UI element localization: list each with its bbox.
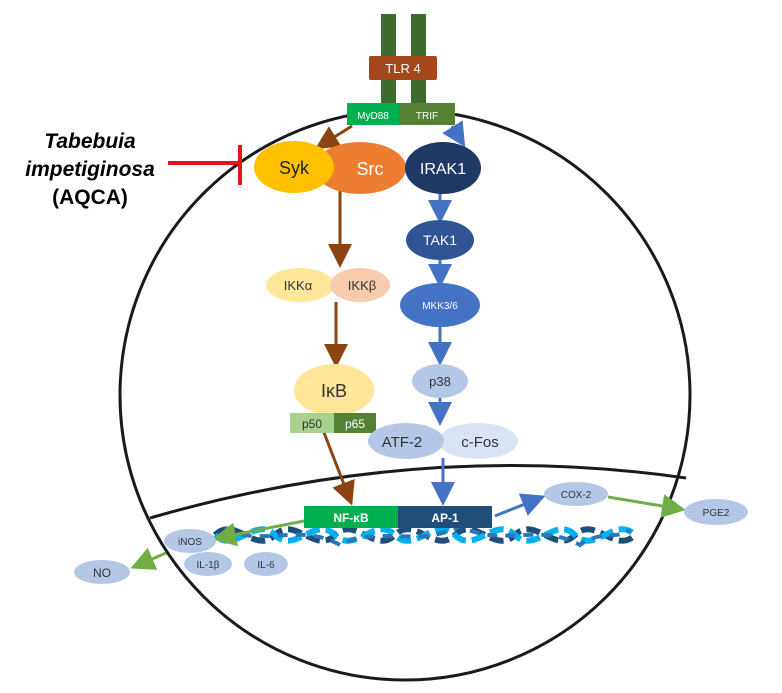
cfos-label: c-Fos (461, 434, 499, 451)
tak1-label: TAK1 (423, 232, 457, 248)
ap1-label: AP-1 (431, 511, 459, 525)
p65-box (334, 413, 376, 433)
ikkb-label: IKKβ (348, 278, 376, 293)
arrow-nfkb-to-inos (212, 519, 305, 547)
p65-label: p65 (345, 417, 365, 431)
cox2-node (544, 482, 608, 506)
src-label: Src (357, 159, 384, 179)
ikb-label: IκB (321, 381, 347, 401)
src-node (314, 142, 406, 194)
tak1-node (406, 220, 474, 260)
atf2-label: ATF-2 (382, 434, 423, 451)
arrow-myd88-to-syk (314, 124, 353, 150)
p38-node (412, 364, 468, 398)
irak1-label: IRAK1 (420, 161, 466, 178)
cfos-node (438, 423, 518, 459)
mkk-label: MKK3/6 (422, 301, 458, 312)
tlr4-box (369, 56, 437, 80)
arrow-inos-to-no (130, 547, 167, 570)
nfkb-label: NF-κB (333, 511, 369, 525)
nuclear-membrane (149, 464, 687, 520)
atf2-node (368, 423, 444, 459)
ikka-node (266, 268, 334, 302)
il1b-label: IL-1β (197, 560, 220, 571)
il6-label: IL-6 (257, 560, 275, 571)
syk-label: Syk (279, 158, 310, 178)
p50-box (290, 413, 334, 433)
dna-helix (212, 523, 638, 548)
mkk-node (400, 283, 480, 327)
arrow-cox2-to-pge2 (607, 494, 686, 518)
arrow-trif-to-irak1 (442, 120, 466, 148)
nfkb-box (304, 506, 398, 528)
p38-label: p38 (429, 374, 451, 389)
myd88-box (347, 103, 399, 125)
inos-label: iNOS (178, 537, 202, 548)
ikka-label: IKKα (284, 278, 313, 293)
no-label: NO (93, 566, 111, 580)
syk-node (254, 141, 334, 193)
trif-label: TRIF (416, 111, 438, 122)
inos-node (164, 529, 216, 553)
myd88-label: MyD88 (357, 111, 389, 122)
inhibitor-line1: Tabebuia (44, 130, 136, 153)
p50-label: p50 (302, 417, 322, 431)
cox2-label: COX-2 (561, 490, 592, 501)
il6-node (244, 552, 288, 576)
arrow-ap1-to-cox2 (494, 493, 546, 518)
inhibitor-line3: (AQCA) (52, 186, 128, 209)
il1b-node (184, 552, 232, 576)
arrow-p65-to-nfkb (321, 429, 355, 506)
trif-box (399, 103, 455, 125)
cell-membrane (118, 108, 692, 682)
inhibitor-line2: impetiginosa (25, 158, 155, 181)
ikkb-node (330, 268, 390, 302)
ap1-box (398, 506, 492, 528)
ikb-node (294, 364, 374, 416)
pge2-node (684, 499, 748, 525)
pge2-label: PGE2 (703, 508, 730, 519)
tlr4-label: TLR 4 (385, 61, 420, 76)
irak1-node (405, 142, 481, 194)
no-node (74, 560, 130, 584)
